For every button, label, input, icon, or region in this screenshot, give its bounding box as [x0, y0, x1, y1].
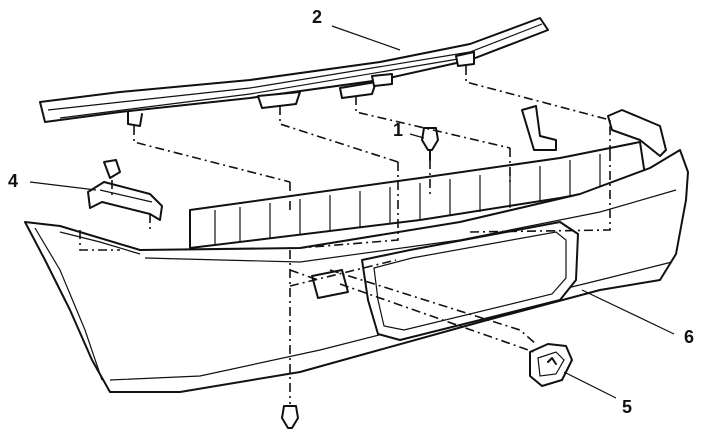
callout-2: 2 [312, 7, 323, 27]
bumper-cover [24, 141, 689, 393]
callout-4: 4 [8, 171, 19, 191]
leader-lines [29, 25, 675, 399]
assembly-guide-lines [79, 66, 611, 404]
right-side-bracket [521, 105, 667, 157]
callout-5: 5 [622, 397, 633, 417]
lower-clip [281, 405, 299, 429]
callout-1: 1 [393, 120, 404, 140]
callout-6: 6 [684, 327, 695, 347]
side-retainer [87, 159, 163, 221]
reflector-lamp [529, 343, 573, 387]
upper-clip [421, 127, 439, 161]
reinforcement-rail [39, 17, 549, 127]
